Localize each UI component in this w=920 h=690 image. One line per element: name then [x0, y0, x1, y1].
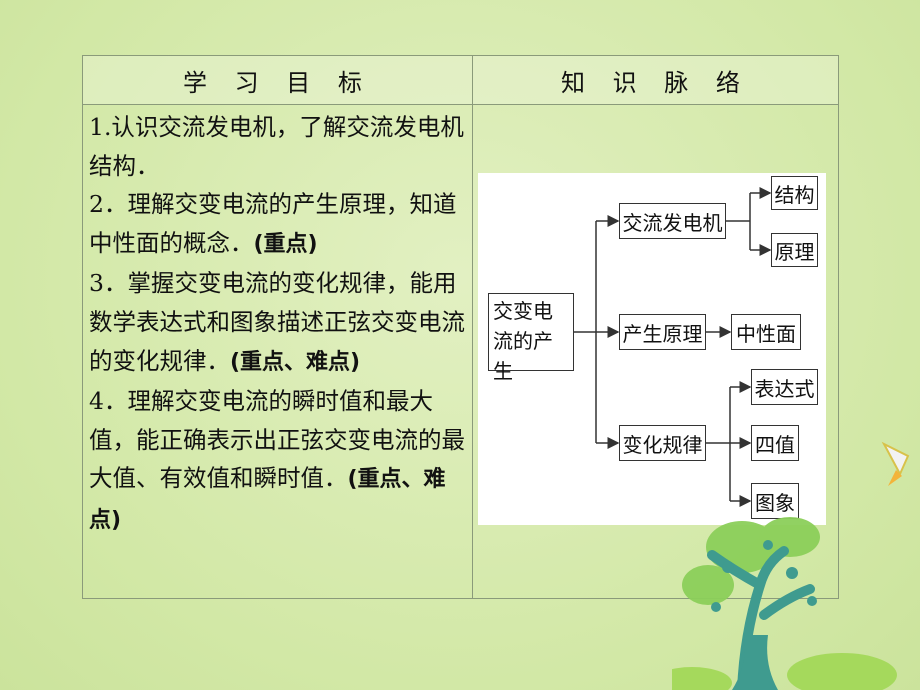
- header-knowledge-map: 知 识 脉 络: [473, 56, 838, 105]
- goal-mark: (重点、难点): [230, 349, 361, 375]
- goal-mark: (重点): [253, 231, 318, 257]
- goal-mark: (重点、难点): [89, 467, 446, 533]
- mind-map-connectors: [574, 187, 772, 507]
- goal-item-2: 2．理解交变电流的产生原理，知道中性面的概念．(重点): [89, 190, 457, 257]
- goals-list: 1.认识交流发电机，了解交流发电机结构． 2．理解交变电流的产生原理，知道中性面…: [89, 108, 471, 541]
- node-generation-principle: 产生原理: [619, 314, 706, 350]
- goal-item-1: 1.认识交流发电机，了解交流发电机结构．: [89, 113, 464, 180]
- node-neutral-plane: 中性面: [731, 314, 801, 350]
- goal-item-3: 3．掌握交变电流的变化规律，能用数学表达式和图象描述正弦交变电流的变化规律．(重…: [89, 269, 465, 375]
- knowledge-mind-map: 交变电流的产生 交流发电机 结构 原理 产生原理 中性面 变化规律 表达式 四值…: [478, 173, 826, 525]
- root-node: 交变电流的产生: [488, 293, 574, 383]
- goal-item-4: 4．理解交变电流的瞬时值和最大值，能正确表示出正弦交变电流的最大值、有效值和瞬时…: [89, 387, 465, 533]
- column-divider: [472, 104, 473, 598]
- node-expression: 表达式: [751, 369, 818, 405]
- header-learning-goals: 学 习 目 标: [83, 56, 473, 105]
- node-principle: 原理: [771, 233, 818, 267]
- node-four-values: 四值: [751, 425, 799, 461]
- node-ac-generator: 交流发电机: [619, 203, 726, 239]
- objectives-table: 学 习 目 标 知 识 脉 络 1.认识交流发电机，了解交流发电机结构． 2．理…: [82, 55, 839, 599]
- rocket-icon: [881, 441, 910, 486]
- node-structure: 结构: [771, 176, 818, 210]
- node-variation-law: 变化规律: [619, 425, 706, 461]
- node-graph: 图象: [751, 483, 799, 519]
- decorative-tree-icon: [672, 517, 897, 690]
